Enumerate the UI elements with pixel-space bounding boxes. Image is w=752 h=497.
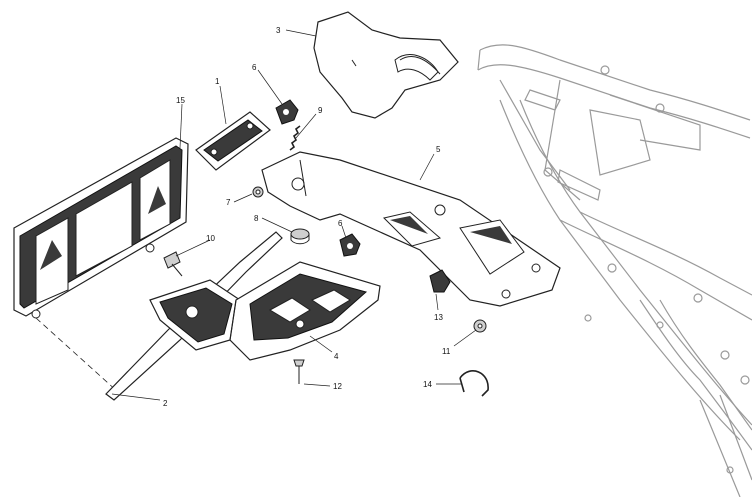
- part-11-nut: [473, 319, 487, 333]
- part-1-plate-light: [195, 111, 271, 171]
- callout-3: 3: [276, 26, 281, 35]
- part-8-grommet: [290, 228, 310, 245]
- part-15-plate-holder: [13, 137, 189, 319]
- part-14-cable-clamp: [459, 370, 489, 397]
- callout-10: 10: [206, 234, 215, 243]
- callout-5: 5: [436, 145, 441, 154]
- callout-13: 13: [434, 313, 443, 322]
- rear-frame: [477, 44, 752, 497]
- callout-6-lower: 6: [338, 219, 343, 228]
- leader-lines: [111, 29, 477, 401]
- callout-labels: 3 1 15 6 9 5 7 8 10 6 13 11 4 12 14 2: [163, 26, 451, 408]
- part-3-splash-cover: [313, 11, 459, 119]
- part-7-nut: [252, 186, 264, 198]
- callout-2: 2: [163, 399, 168, 408]
- assembly-dash-line-15: [35, 317, 119, 393]
- callout-15: 15: [176, 96, 185, 105]
- callout-4: 4: [334, 352, 339, 361]
- callout-12: 12: [333, 382, 342, 391]
- callout-11: 11: [442, 347, 451, 356]
- callout-9: 9: [318, 106, 323, 115]
- part-10-screw: [163, 251, 183, 277]
- part-4-undertray: [229, 261, 381, 361]
- callout-6-upper: 6: [252, 63, 257, 72]
- part-6-clip-upper: [275, 99, 299, 125]
- part-5-main-bracket: [261, 151, 561, 307]
- callout-14: 14: [423, 380, 432, 389]
- part-6-clip-lower: [339, 233, 361, 257]
- callout-7: 7: [226, 198, 231, 207]
- part-12-screw: [293, 359, 305, 384]
- callout-8: 8: [254, 214, 259, 223]
- part-13-clip: [429, 269, 451, 293]
- part-2-support-arm: [105, 231, 283, 401]
- part-9-spring: [289, 125, 301, 151]
- callout-1: 1: [215, 77, 220, 86]
